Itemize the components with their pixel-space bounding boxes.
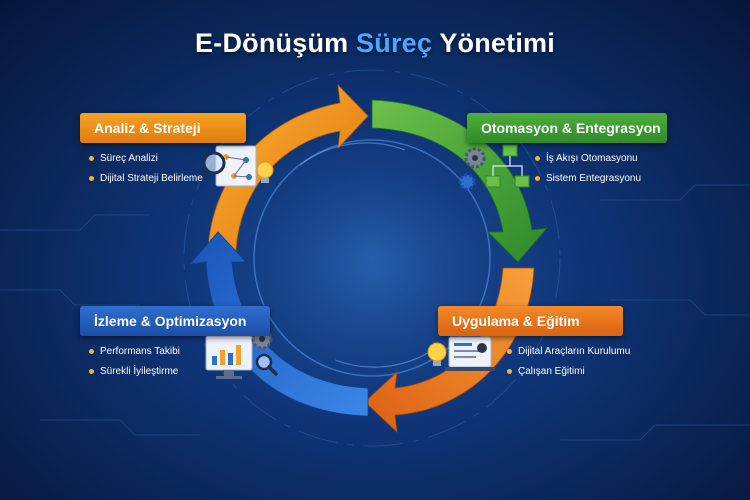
page-title: E-Dönüşüm Süreç Yönetimi: [0, 28, 750, 59]
bullet-text: Dijital Strateji Belirleme: [100, 173, 203, 184]
list-item: Süreç Analizi: [89, 149, 203, 169]
stage-bullets-implementation-training: Dijital Araçların Kurulumu Çalışan Eğiti…: [507, 342, 630, 382]
lightbulb-presentation-icon: [427, 336, 495, 371]
gears-flowchart-icon: [458, 144, 530, 191]
list-item: Sistem Entegrasyonu: [535, 169, 641, 189]
bullet-text: Dijital Araçların Kurulumu: [518, 346, 631, 357]
title-word-1: E-Dönüşüm: [195, 28, 349, 58]
bullet-text: Sistem Entegrasyonu: [546, 173, 642, 184]
outer-ring: [183, 69, 561, 447]
bullet-text: Sürekli İyileştirme: [100, 366, 179, 377]
list-item: Performans Takibi: [89, 342, 180, 362]
magnifier-flowchart-lightbulb-icon: [197, 145, 274, 187]
background-circuit-lines: [0, 184, 750, 441]
stage-bullets-automation-integration: İş Akışı Otomasyonu Sistem Entegrasyonu: [535, 149, 641, 189]
stage-label-implementation-training: Uygulama & Eğitim: [438, 306, 623, 336]
title-word-2: Süreç: [356, 28, 433, 58]
bullet-text: İş Akışı Otomasyonu: [546, 153, 638, 164]
list-item: Sürekli İyileştirme: [89, 362, 180, 382]
list-item: Dijital Strateji Belirleme: [89, 169, 203, 189]
stage-label-analysis-strategy: Analiz & Strateji: [80, 113, 246, 143]
list-item: Dijital Araçların Kurulumu: [507, 342, 630, 362]
stage-label-automation-integration: Otomasyon & Entegrasyon: [467, 113, 667, 143]
inner-ring: [253, 139, 491, 377]
arrow-automation-integration: [371, 99, 548, 263]
list-item: İş Akışı Otomasyonu: [535, 149, 641, 169]
title-word-3: Yönetimi: [439, 28, 555, 58]
stage-bullets-analysis-strategy: Süreç Analizi Dijital Strateji Belirleme: [89, 149, 203, 189]
stage-bullets-monitoring-optimization: Performans Takibi Sürekli İyileştirme: [89, 342, 180, 382]
list-item: Çalışan Eğitimi: [507, 362, 630, 382]
bullet-text: Süreç Analizi: [100, 153, 158, 164]
bullet-text: Performans Takibi: [100, 346, 180, 357]
bullet-text: Çalışan Eğitimi: [518, 366, 585, 377]
stage-label-monitoring-optimization: İzleme & Optimizasyon: [80, 306, 270, 336]
